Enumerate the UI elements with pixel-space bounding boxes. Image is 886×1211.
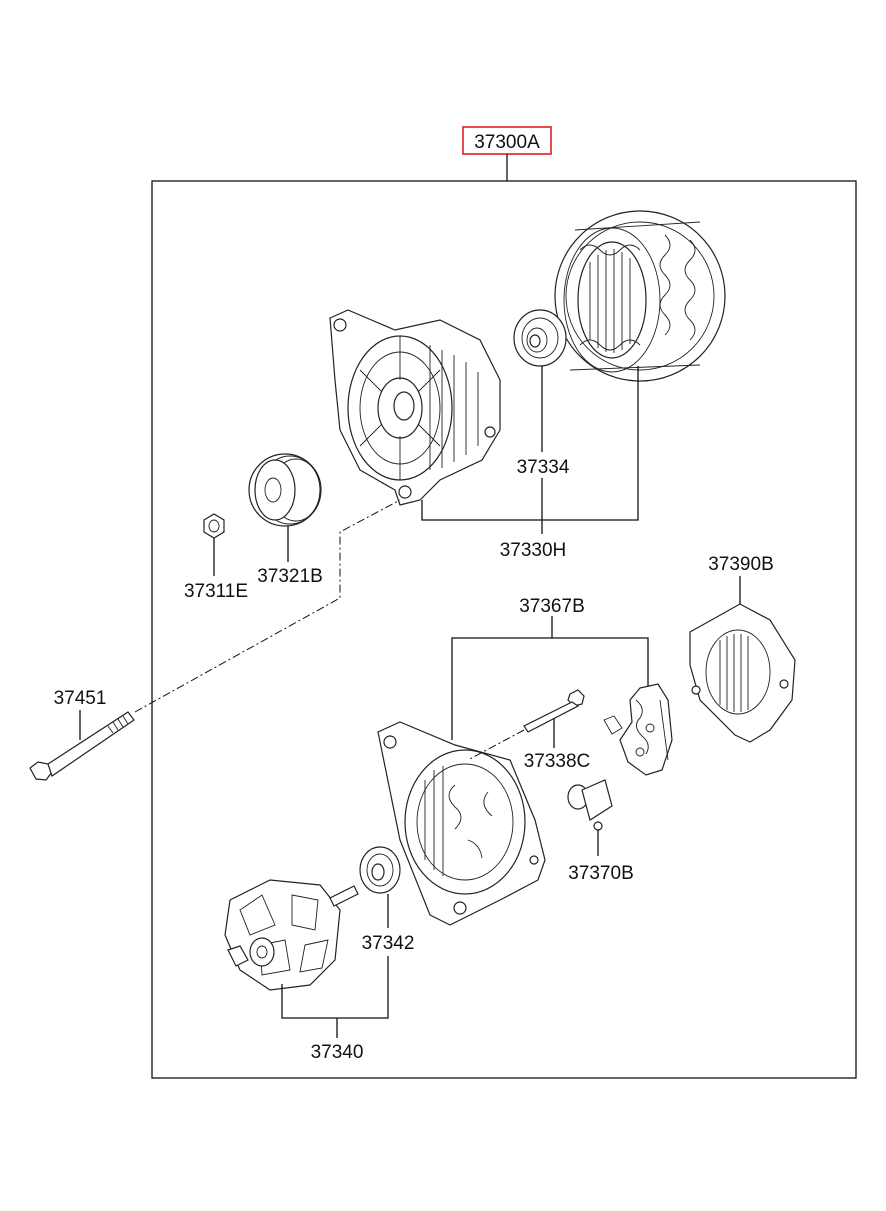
rear-housing-part[interactable]: [377, 721, 546, 926]
callout-37334[interactable]: 37334: [517, 457, 570, 478]
rectifier-part[interactable]: [603, 683, 673, 776]
pulley-part[interactable]: [248, 453, 322, 527]
rear-cover-part[interactable]: [689, 603, 796, 743]
callout-37390b[interactable]: 37390B: [708, 554, 774, 575]
callout-37338c[interactable]: 37338C: [524, 751, 591, 772]
callout-37311e[interactable]: 37311E: [184, 581, 248, 602]
rear-bolt-part[interactable]: [523, 689, 585, 733]
callout-37321b[interactable]: 37321B: [257, 566, 323, 587]
leader-lines: [79, 366, 741, 1038]
rear-bolt-alignment-line: [467, 729, 525, 761]
front-housing-part[interactable]: [329, 309, 501, 506]
callout-37330h[interactable]: 37330H: [500, 540, 567, 561]
through-bolt-part[interactable]: [29, 711, 135, 781]
bolt-alignment-line: [134, 499, 401, 713]
rear-bearing-part[interactable]: [359, 846, 401, 894]
front-bearing-part[interactable]: [513, 309, 567, 367]
callout-37370b[interactable]: 37370B: [568, 863, 634, 884]
rotor-part[interactable]: [224, 879, 359, 991]
callout-37451[interactable]: 37451: [54, 688, 107, 709]
pulley-nut-part[interactable]: [203, 513, 225, 539]
assembly-label[interactable]: 37300A: [474, 132, 540, 153]
callout-37342[interactable]: 37342: [362, 933, 415, 954]
assembly-frame: [151, 180, 857, 1079]
callout-37367b[interactable]: 37367B: [519, 596, 585, 617]
terminal-clip-part[interactable]: [567, 779, 613, 831]
callout-37340[interactable]: 37340: [311, 1042, 364, 1063]
stator-part[interactable]: [554, 210, 726, 382]
